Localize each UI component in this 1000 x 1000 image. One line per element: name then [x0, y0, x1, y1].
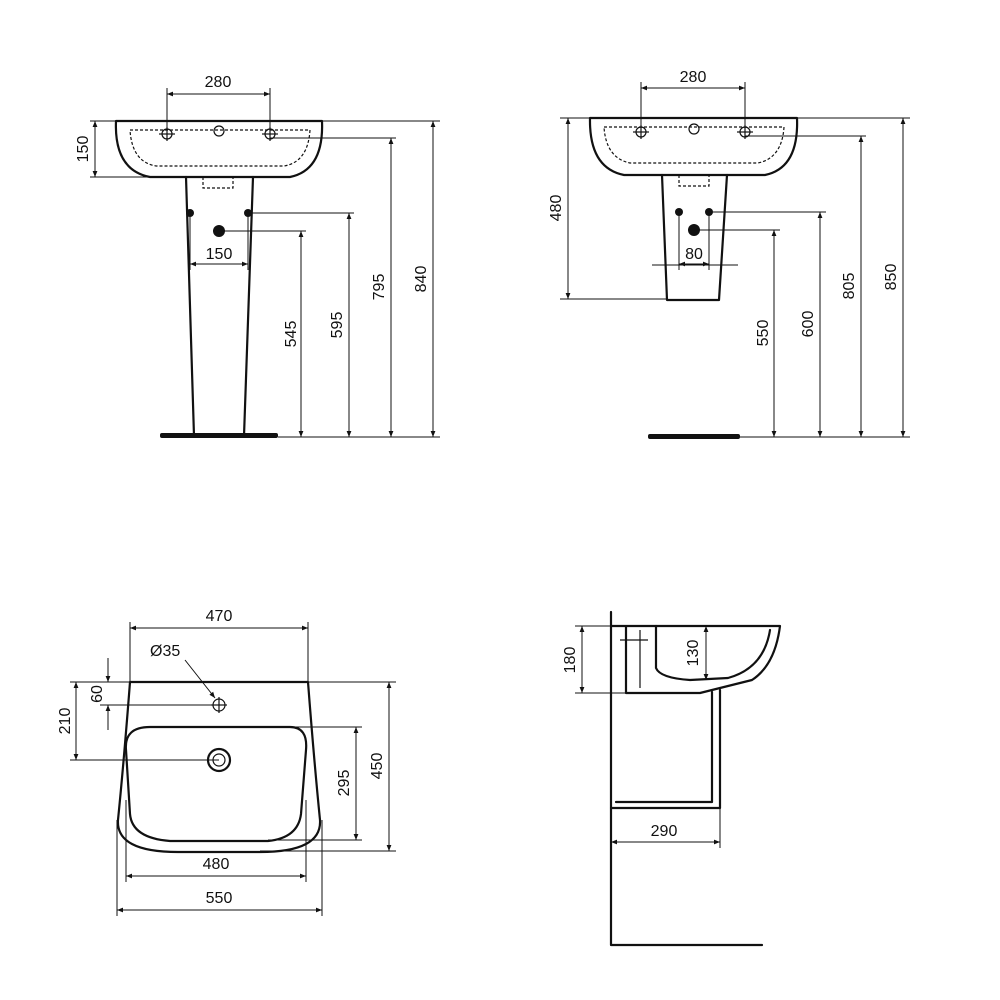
dim-trap-spacing: 150: [206, 246, 233, 263]
pedestal-column: [184, 175, 255, 438]
plan-view: 470 Ø35 60 210 295 450 480 550: [57, 608, 396, 916]
side-basin-outline: [609, 624, 782, 695]
dim-waste-height: 545: [283, 321, 300, 348]
semi-basin-outline: [588, 116, 799, 177]
dim-tap-spacing: 280: [205, 74, 232, 91]
wall-line: [609, 610, 764, 947]
plan-basin-outline: [116, 680, 322, 854]
dim-side-projection: 290: [651, 823, 678, 840]
center-tap-hole-icon: [688, 123, 700, 135]
dim-overall-depth: 450: [369, 753, 386, 780]
side-bowl-inner: [654, 624, 772, 682]
side-trap-inner: [614, 690, 714, 804]
dim-trap-spacing: 80: [685, 246, 703, 263]
dim-tap-height: 805: [841, 273, 858, 300]
floor-line: [648, 434, 740, 439]
pedestal-basin-outline: [114, 119, 324, 179]
dim-tap-hole-diameter: Ø35: [150, 643, 180, 660]
dim-waste-height: 550: [755, 320, 772, 347]
dim-side-basin-height: 180: [562, 647, 579, 674]
dim-supply-height: 595: [329, 312, 346, 339]
dim-waste-offset: 210: [57, 708, 74, 735]
dim-overall-width: 550: [206, 890, 233, 907]
dim-basin-height: 150: [75, 136, 92, 163]
dim-bowl-depth: 295: [336, 770, 353, 797]
dim-tap-offset: 60: [89, 685, 106, 703]
dim-rim-height: 850: [883, 264, 900, 291]
dim-rim-height: 840: [413, 266, 430, 293]
dim-supply-height: 600: [800, 311, 817, 338]
dim-wall-height: 480: [548, 195, 565, 222]
dim-overall-depth-width: 470: [206, 608, 233, 625]
semi-pedestal-front-view: 280 480 80 550 600 805 850: [548, 69, 910, 439]
dim-tap-height: 795: [371, 274, 388, 301]
semi-basin-inner: [603, 126, 785, 164]
plan-bowl-outline: [124, 725, 308, 843]
dim-tap-spacing: 280: [680, 69, 707, 86]
side-trap-outline: [609, 688, 722, 810]
semi-pedestal-column: [660, 173, 729, 302]
dim-bowl-width: 480: [203, 856, 230, 873]
dim-side-bowl-depth: 130: [685, 640, 702, 667]
pedestal-front-view: 280 150 150 545 595 795 840: [75, 74, 440, 438]
pedestal-basin-inner: [129, 129, 311, 167]
center-tap-hole-icon: [213, 125, 225, 137]
pedestal-foot: [160, 433, 278, 438]
side-view: 180 130 290: [562, 610, 782, 947]
waste-trap-icon: [678, 175, 710, 187]
waste-trap-icon: [202, 177, 234, 189]
